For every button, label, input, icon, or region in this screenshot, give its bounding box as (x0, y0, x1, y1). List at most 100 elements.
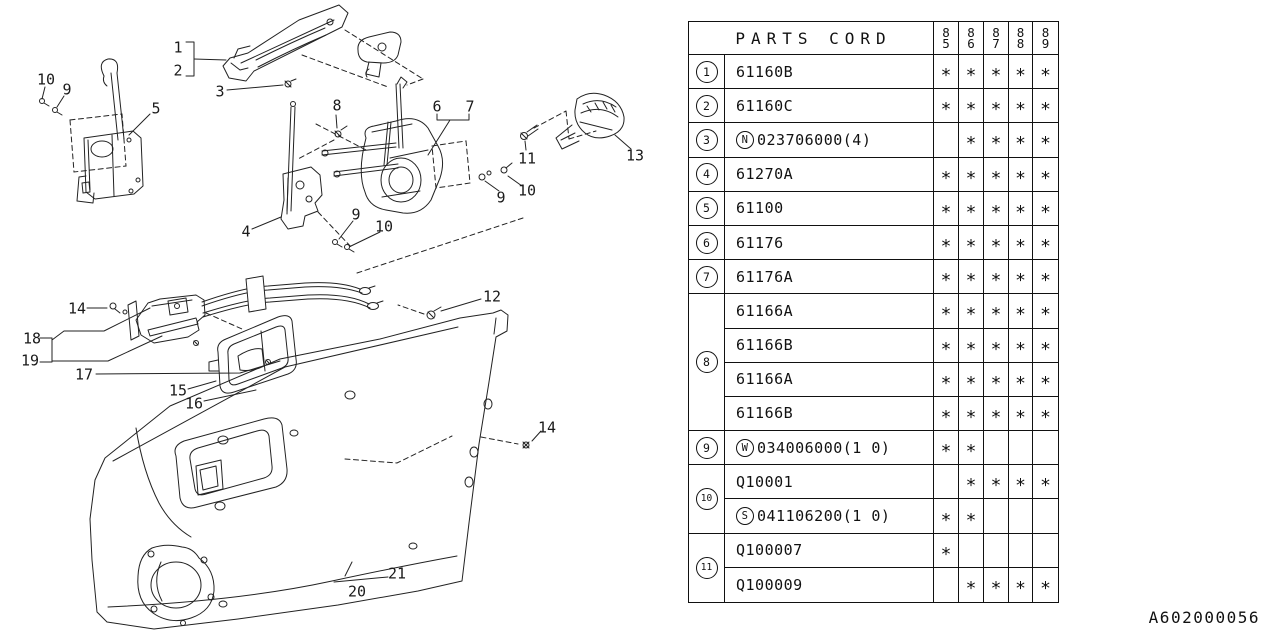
applicability-cell: * (934, 191, 959, 226)
applicability-cell (1009, 431, 1033, 466)
callout-14-right: 14 (538, 419, 556, 437)
applicability-cell: * (934, 328, 959, 363)
applicability-cell: * (959, 89, 984, 124)
outer-door-handle (222, 4, 349, 82)
inner-handle-bezel (208, 315, 297, 394)
callout-10-mid: 10 (375, 218, 393, 236)
applicability-cell: * (934, 55, 959, 90)
applicability-cell: * (984, 55, 1009, 90)
ref-badge-cell: 7 (689, 260, 725, 295)
applicability-cell (934, 465, 959, 500)
applicability-cell: * (959, 157, 984, 192)
circled-ref-4: 4 (695, 163, 718, 186)
ref-badge-cell: 3 (689, 123, 725, 158)
applicability-cell (934, 123, 959, 158)
applicability-cell: * (1009, 191, 1033, 226)
lock-cylinder-assembly (357, 31, 402, 78)
applicability-cell: * (984, 123, 1009, 158)
applicability-cell: * (959, 260, 984, 295)
applicability-cell: * (959, 362, 984, 397)
part-code: Q100009 (736, 575, 803, 594)
callout-2: 2 (173, 62, 182, 80)
part-code-cell: 61166A (725, 294, 934, 329)
ref-badge-cell: 8 (689, 294, 725, 432)
applicability-cell: * (934, 260, 959, 295)
applicability-cell: * (934, 533, 959, 568)
applicability-cell: * (959, 567, 984, 602)
part-code-cell: 61160B (725, 55, 934, 90)
applicability-cell: * (934, 431, 959, 466)
striker-cover (555, 92, 625, 150)
part-code-cell: 61166B (725, 396, 934, 432)
applicability-cell: * (1009, 123, 1033, 158)
applicability-cell (1033, 431, 1058, 466)
circled-ref-9: 9 (695, 436, 718, 459)
applicability-cell: * (934, 499, 959, 534)
applicability-cell: * (1009, 294, 1033, 329)
part-code: 034006000(1 0) (757, 438, 891, 457)
ref-badge-cell: 1 (689, 55, 725, 90)
applicability-cell: * (1009, 225, 1033, 261)
part-code: Q100007 (736, 541, 803, 560)
applicability-cell: * (984, 567, 1009, 602)
ref-badge-cell: 5 (689, 191, 725, 226)
applicability-cell: * (934, 396, 959, 432)
part-code: 61176A (736, 267, 794, 286)
applicability-cell (984, 431, 1009, 466)
applicability-cell: * (1009, 328, 1033, 363)
circled-ref-1: 1 (695, 60, 718, 83)
applicability-cell (1009, 533, 1033, 568)
applicability-cell: * (1009, 567, 1033, 602)
callout-3: 3 (215, 83, 224, 101)
applicability-cell: * (959, 225, 984, 261)
part-code-cell: 61176 (725, 225, 934, 261)
applicability-cell: * (984, 465, 1009, 500)
table-title: PARTS CORD (689, 22, 934, 55)
applicability-cell: * (1033, 89, 1058, 124)
part-code: 61160C (736, 96, 794, 115)
actuator-assembly (76, 58, 144, 204)
door-panel (89, 309, 509, 630)
callout-8: 8 (332, 97, 341, 115)
applicability-cell: * (1033, 55, 1058, 90)
applicability-cell: * (1033, 329, 1058, 363)
part-code-cell: 61270A (725, 157, 934, 192)
applicability-cell (1033, 499, 1058, 534)
applicability-cell: * (1009, 362, 1033, 397)
callout-17: 17 (75, 366, 93, 384)
applicability-cell: * (1033, 123, 1058, 158)
applicability-cell (1009, 499, 1033, 534)
callout-4: 4 (241, 223, 250, 241)
applicability-cell: * (984, 396, 1009, 432)
part-code: 61160B (736, 62, 794, 81)
applicability-cell: * (984, 191, 1009, 226)
part-code: 61176 (736, 233, 784, 252)
part-code-cell: 61166B (725, 328, 934, 363)
circled-ref-3: 3 (695, 128, 718, 151)
ref-badge-cell: 9 (689, 431, 725, 466)
circled-ref-5: 5 (695, 197, 718, 220)
ref-badge-cell: 6 (689, 225, 725, 261)
applicability-cell: * (1033, 192, 1058, 226)
applicability-cell: * (959, 431, 984, 466)
circled-prefix-S: S (736, 507, 754, 526)
applicability-cell: * (1009, 89, 1033, 124)
applicability-cell (934, 567, 959, 602)
callout-14-left: 14 (68, 300, 86, 318)
applicability-cell (1033, 534, 1058, 568)
applicability-cell: * (959, 328, 984, 363)
callout-5: 5 (151, 100, 160, 118)
callout-19: 19 (21, 352, 39, 370)
applicability-cell: * (934, 89, 959, 124)
small-fasteners (39, 78, 539, 449)
callout-11: 11 (518, 150, 536, 168)
applicability-cell: * (959, 55, 984, 90)
circled-ref-2: 2 (695, 94, 718, 117)
circled-ref-7: 7 (695, 265, 718, 288)
applicability-cell: * (934, 225, 959, 261)
callout-10-topleft: 10 (37, 71, 55, 89)
